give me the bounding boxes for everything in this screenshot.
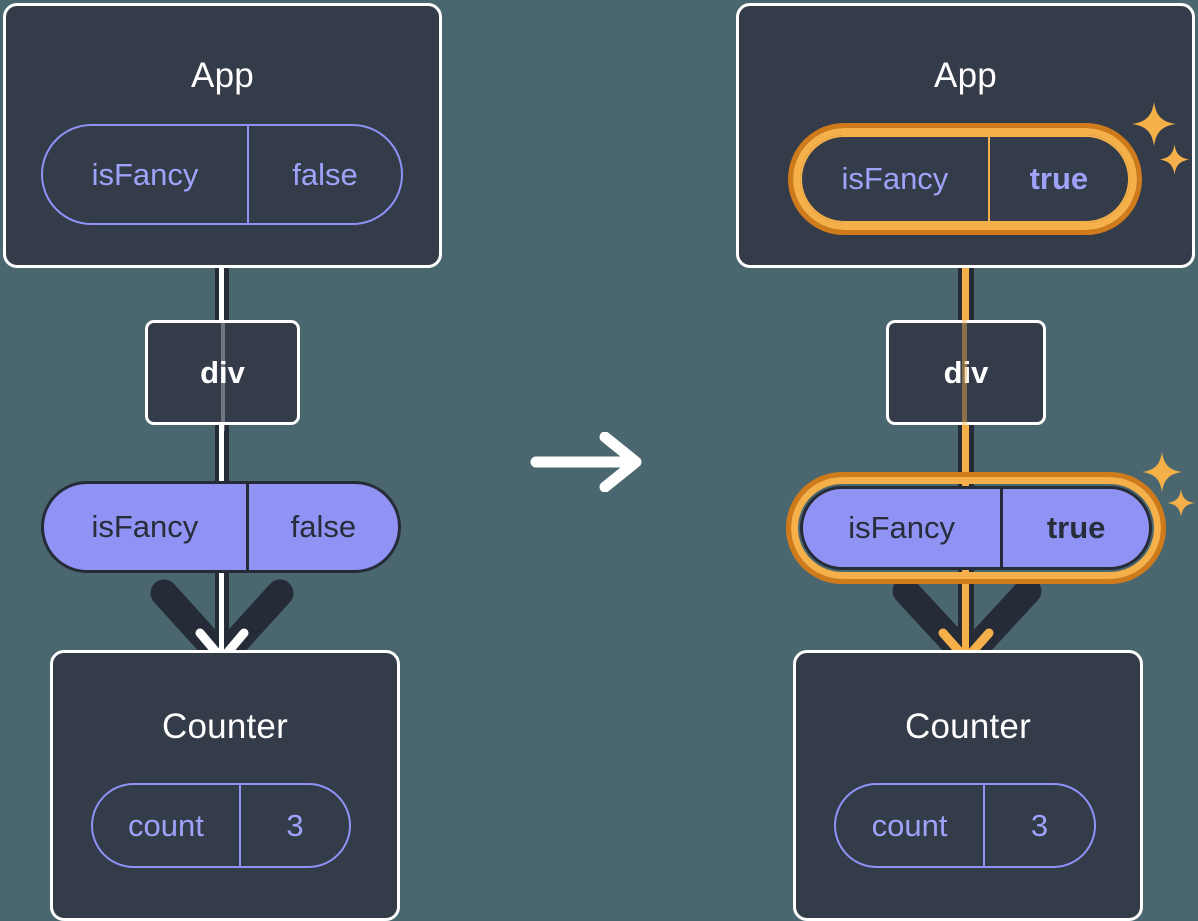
app-state-pill-value: false bbox=[247, 126, 401, 223]
connector-div-to-props-inner bbox=[219, 422, 224, 494]
app-state-pill[interactable]: isFancy false bbox=[41, 124, 403, 225]
props-pill-key: isFancy bbox=[91, 509, 199, 544]
props-pill-after[interactable]: isFancy true bbox=[800, 486, 1152, 570]
sparkle-small-icon-2 bbox=[1167, 489, 1195, 517]
div-node-box-after: div bbox=[886, 320, 1046, 431]
props-pill-value: false bbox=[245, 484, 398, 570]
app-title-after: App bbox=[934, 56, 997, 95]
app-state-pill-key-after: isFancy bbox=[841, 161, 949, 196]
app-title: App bbox=[191, 56, 254, 95]
sparkle-small-icon bbox=[1159, 144, 1190, 175]
counter-state-pill-key-after: count bbox=[871, 807, 948, 843]
counter-state-pill-key: count bbox=[128, 807, 204, 843]
counter-state-pill[interactable]: count 3 bbox=[91, 783, 351, 868]
connector-through-div bbox=[221, 320, 225, 431]
counter-state-pill-value-after: 3 bbox=[983, 785, 1094, 866]
app-state-pill-key: isFancy bbox=[91, 156, 199, 192]
sparkle-large-icon bbox=[1132, 102, 1176, 146]
arrow-shaft-inner bbox=[219, 565, 224, 660]
counter-state-pill-after[interactable]: count 3 bbox=[834, 783, 1096, 868]
arrow-right-icon bbox=[530, 432, 642, 492]
connector-app-to-div-inner bbox=[219, 210, 224, 330]
connector-div-to-props-inner-hl bbox=[962, 422, 969, 494]
div-node-label-after: div bbox=[943, 354, 989, 390]
props-pill-value-after: true bbox=[1000, 489, 1149, 567]
connector-through-div-after bbox=[962, 320, 967, 431]
counter-title: Counter bbox=[162, 707, 288, 746]
arrow-shaft-inner-after bbox=[962, 565, 969, 660]
props-pill[interactable]: isFancy false bbox=[41, 481, 401, 573]
div-node-box: div bbox=[145, 320, 300, 431]
div-node-label: div bbox=[200, 354, 245, 390]
connector-app-to-div-inner-hl bbox=[962, 215, 969, 333]
props-pill-key-after: isFancy bbox=[848, 510, 956, 545]
sparkle-large-icon-2 bbox=[1141, 451, 1183, 493]
counter-state-pill-value: 3 bbox=[238, 785, 349, 866]
counter-component-box-after: Counter bbox=[793, 650, 1143, 921]
app-state-pill-after[interactable]: isFancy true bbox=[800, 135, 1130, 223]
app-state-pill-value-after: true bbox=[987, 137, 1128, 221]
counter-title-after: Counter bbox=[905, 707, 1031, 746]
